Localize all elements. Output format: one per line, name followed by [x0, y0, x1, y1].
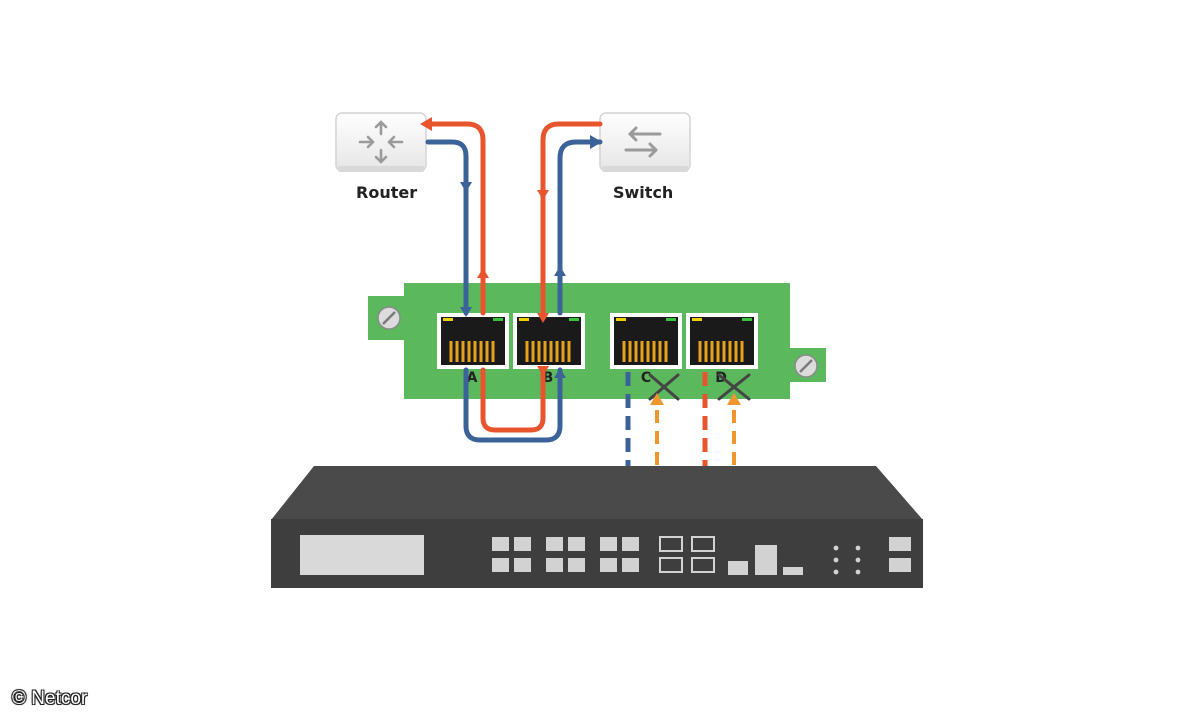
- port-group: [492, 537, 639, 572]
- switch-label: Switch: [613, 183, 674, 202]
- switch-device: [599, 112, 691, 172]
- port-a: A: [437, 313, 509, 386]
- port-group: [659, 536, 715, 573]
- port-c-label: C: [641, 370, 651, 386]
- port-group: [728, 545, 803, 575]
- close-icon: [648, 373, 680, 401]
- red-path: [425, 121, 486, 316]
- appliance: [271, 466, 923, 588]
- blue-path: [557, 139, 603, 316]
- router-label: Router: [356, 183, 418, 202]
- red-path: [540, 121, 603, 316]
- port-c: C: [610, 313, 682, 386]
- blue-path: [463, 367, 563, 443]
- router-device: [335, 112, 427, 172]
- screw-icon: [794, 354, 818, 378]
- router-icon: [358, 120, 404, 164]
- port-b: B: [513, 313, 585, 386]
- screw-icon: [377, 306, 401, 330]
- arrowhead: [650, 393, 664, 405]
- appliance-top: [271, 466, 923, 520]
- port-d: D: [686, 313, 758, 386]
- red-path: [480, 367, 546, 433]
- bypass-paths: [420, 117, 603, 443]
- arrowhead: [727, 393, 741, 405]
- arrowhead: [420, 117, 602, 378]
- port-b-label: B: [543, 370, 554, 386]
- port-group: [889, 537, 911, 572]
- blue-path: [425, 139, 469, 316]
- switch-icon: [624, 126, 662, 158]
- close-icon: [717, 373, 751, 401]
- copyright-text: © Netcor: [12, 688, 88, 709]
- appliance-display: [300, 535, 424, 575]
- led-group: [833, 545, 861, 575]
- bypass-card: A B C D: [368, 283, 826, 399]
- port-a-label: A: [467, 370, 478, 386]
